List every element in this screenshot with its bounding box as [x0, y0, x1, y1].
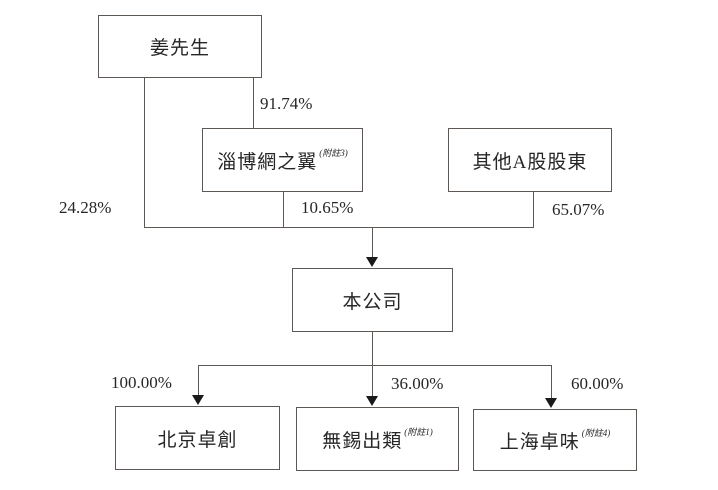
pct-jiang-to-company: 24.28%	[59, 198, 112, 217]
node-zibo-wangzhiyi-note: (附註3)	[319, 147, 348, 158]
node-beijing-zhuochuang: 北京卓創	[115, 406, 280, 470]
connector-company-to-wuxi	[372, 332, 373, 396]
arrowhead-into-wuxi	[366, 396, 378, 406]
connector-bus-to-shanghai	[551, 365, 552, 398]
node-wuxi-chulei-label: 無錫出類	[322, 430, 403, 452]
connector-jiang-to-zibo	[253, 78, 254, 128]
connector-bus-to-beijing	[198, 365, 199, 395]
arrowhead-into-company	[366, 257, 378, 267]
node-shanghai-zhuowei-label: 上海卓味	[499, 431, 580, 453]
connector-bus-to-company	[372, 227, 373, 258]
connector-upper-bus	[144, 227, 534, 228]
pct-company-to-shanghai: 60.00%	[571, 374, 624, 393]
connector-other-to-bus	[533, 192, 534, 227]
connector-jiang-to-bus	[144, 78, 145, 227]
arrowhead-into-shanghai	[545, 398, 557, 408]
node-mr-jiang: 姜先生	[98, 15, 262, 78]
node-shanghai-zhuowei: 上海卓味(附註4)	[473, 409, 637, 471]
node-other-a-share-shareholders: 其他A股股東	[448, 128, 612, 192]
arrowhead-into-beijing	[192, 395, 204, 405]
connector-lower-bus	[198, 365, 552, 366]
node-zibo-wangzhiyi-label: 淄博網之翼	[217, 151, 318, 173]
node-the-company-label: 本公司	[342, 291, 403, 313]
pct-other-to-company: 65.07%	[552, 200, 605, 219]
node-wuxi-chulei-note: (附註1)	[404, 426, 433, 437]
node-beijing-zhuochuang-label: 北京卓創	[157, 429, 238, 451]
pct-jiang-to-zibo: 91.74%	[260, 94, 313, 113]
node-mr-jiang-label: 姜先生	[149, 38, 210, 59]
pct-zibo-to-company: 10.65%	[301, 198, 354, 217]
node-the-company: 本公司	[292, 268, 453, 332]
pct-company-to-wuxi: 36.00%	[391, 374, 444, 393]
pct-company-to-beijing: 100.00%	[111, 373, 172, 392]
node-shanghai-zhuowei-note: (附註4)	[581, 427, 611, 438]
node-zibo-wangzhiyi: 淄博網之翼(附註3)	[202, 128, 363, 192]
connector-zibo-to-bus	[283, 192, 284, 227]
node-other-a-share-shareholders-label: 其他A股股東	[472, 151, 588, 173]
node-wuxi-chulei: 無錫出類(附註1)	[296, 407, 459, 471]
